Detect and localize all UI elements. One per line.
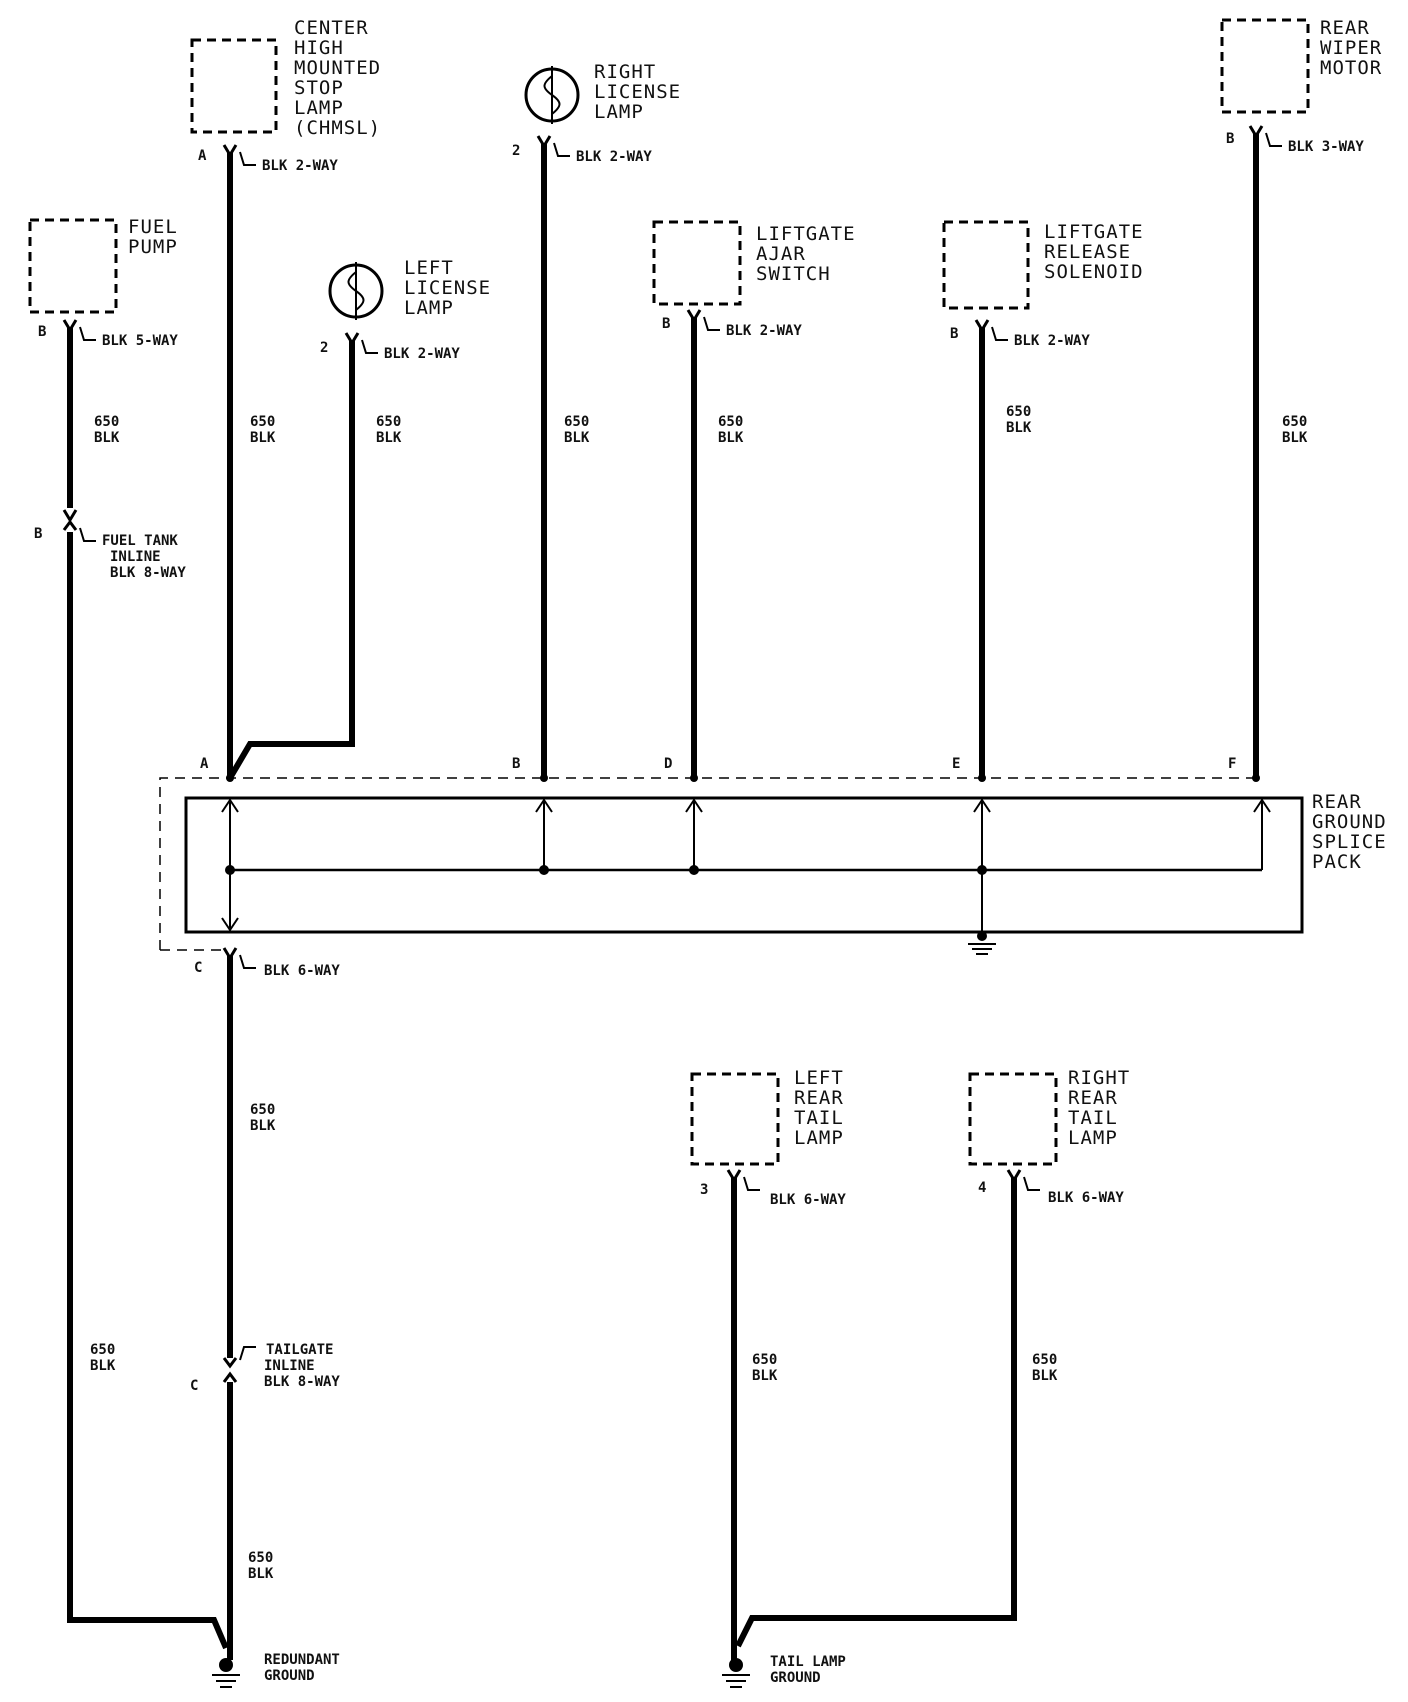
chmsl-connector-pin: A [198,148,207,164]
wire-right-tail [735,1177,1017,1648]
liftgate-ajar-connector-pin: B [662,316,670,332]
redundant-ground-label: REDUNDANT GROUND [264,1652,348,1684]
liftgate-ajar-connector-label: BLK 2-WAY [726,323,802,339]
chmsl-box [190,38,278,134]
rear-ground-splice-pack [159,774,1304,951]
left-license-lamp-bulb-icon [328,262,384,320]
rear-wiper-motor-box [1220,18,1310,114]
tailgate-inline-connector-label: TAILGATE INLINE BLK 8-WAY [264,1342,342,1390]
fuel-pump-box [28,218,118,314]
right-license-connector-label: BLK 2-WAY [576,149,652,165]
rear-wiper-motor-label: REAR WIPER MOTOR [1320,17,1395,79]
tail-lamp-ground-icon [722,1658,750,1688]
right-license-connector-pin: 2 [512,143,520,159]
wire-left-license [227,340,355,780]
right-rear-tail-lamp-label: RIGHT REAR TAIL LAMP [1068,1067,1143,1149]
wires [67,133,1259,1660]
liftgate-release-solenoid-label: LIFTGATE RELEASE SOLENOID [1044,221,1156,283]
left-tail-connector-label: BLK 6-WAY [770,1192,846,1208]
left-license-connector-label: BLK 2-WAY [384,346,460,362]
splice-pack-ground-icon [968,931,996,955]
splice-bottom-connector-label: BLK 6-WAY [264,963,340,979]
left-rear-tail-lamp-label: LEFT REAR TAIL LAMP [794,1067,856,1149]
splice-pin-a: A [200,756,209,772]
right-tail-connector-label: BLK 6-WAY [1048,1190,1124,1206]
left-license-lamp-label: LEFT LICENSE LAMP [404,257,504,319]
chmsl-label: CENTER HIGH MOUNTED STOP LAMP (CHMSL) [294,17,394,139]
fuel-pump-label: FUEL PUMP [128,216,190,258]
tailgate-inline-connector-pin: C [190,1378,198,1394]
fuel-pump-connector-label: BLK 5-WAY [102,333,178,349]
liftgate-release-solenoid-box [942,220,1030,310]
right-license-lamp-bulb-icon [524,66,580,124]
right-license-lamp-label: RIGHT LICENSE LAMP [594,61,694,123]
splice-bottom-connector-pin: C [194,960,202,976]
right-tail-connector-pin: 4 [978,1180,986,1196]
liftgate-release-connector-label: BLK 2-WAY [1014,333,1090,349]
rear-wiper-connector-label: BLK 3-WAY [1288,139,1364,155]
left-license-connector-pin: 2 [320,340,328,356]
splice-pin-d: D [664,756,672,772]
liftgate-release-connector-pin: B [950,326,958,342]
fuel-tank-inline-connector-label: FUEL TANK INLINE BLK 8-WAY [102,533,186,581]
fuel-pump-connector-pin: B [38,324,46,340]
left-tail-connector-pin: 3 [700,1182,708,1198]
tail-lamp-ground-label: TAIL LAMP GROUND [770,1654,854,1686]
rear-wiper-connector-pin: B [1226,131,1234,147]
rear-ground-splice-pack-label: REAR GROUND SPLICE PACK [1312,791,1399,873]
left-rear-tail-lamp-box [690,1072,780,1166]
wire-fuel-pump-lower [67,532,229,1650]
connector-leaders [79,132,1282,1361]
right-rear-tail-lamp-box [968,1072,1058,1166]
liftgate-ajar-switch-box [652,220,742,306]
redundant-ground-icon [212,1658,240,1688]
splice-pin-f: F [1228,756,1236,772]
fuel-tank-inline-connector-pin: B [34,526,42,542]
splice-pin-b: B [512,756,520,772]
liftgate-ajar-switch-label: LIFTGATE AJAR SWITCH [756,223,868,285]
chmsl-connector-label: BLK 2-WAY [262,158,338,174]
splice-pin-e: E [952,756,960,772]
